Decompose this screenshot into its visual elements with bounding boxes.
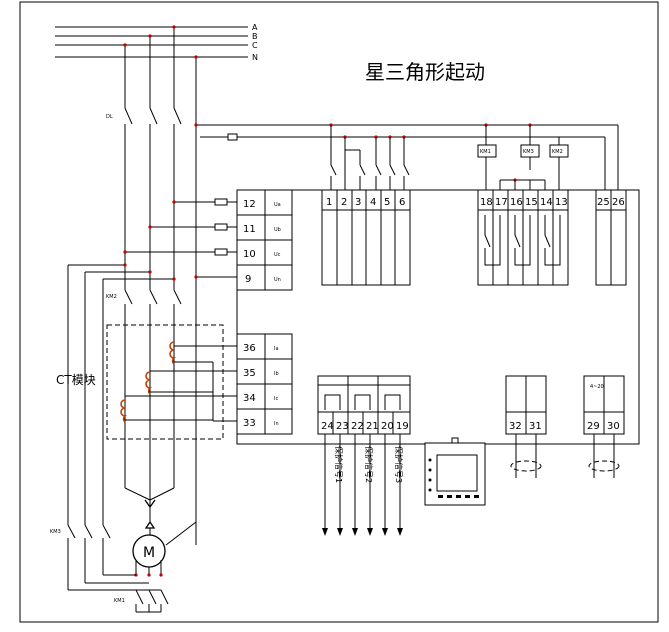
- motor: M: [132, 521, 197, 577]
- terminal-15: 15: [525, 197, 538, 208]
- terminal-2: 2: [341, 197, 347, 208]
- terminal-30: 30: [607, 421, 620, 432]
- ct-module-label: CT模块: [56, 373, 96, 387]
- dl-breaker: DL: [106, 107, 182, 290]
- relay-coil-km3: KM3: [523, 149, 534, 155]
- terminal-ia: Ia: [274, 346, 279, 352]
- terminal-1: 1: [326, 197, 332, 208]
- current-terminal-block: 36 35 34 33 Ia Ib Ic In: [236, 333, 293, 435]
- terminal-5: 5: [384, 197, 390, 208]
- voltage-wiring: [123, 198, 237, 279]
- analog-terminal-block: 29 30 4~20: [583, 375, 625, 478]
- protect-signal-1: 保护信号1: [334, 446, 344, 483]
- terminal-17: 17: [495, 197, 508, 208]
- km2-label: KM2: [106, 294, 117, 300]
- terminal-20: 20: [381, 421, 394, 432]
- terminal-4: 4: [370, 197, 376, 208]
- terminal-12: 12: [243, 199, 256, 210]
- km3-contacts: KM3: [50, 263, 176, 591]
- dl-label: DL: [106, 114, 113, 120]
- terminal-23: 23: [336, 421, 349, 432]
- ct-coil-b: [145, 371, 153, 395]
- controller-box: [236, 189, 640, 445]
- output-terminal-block: 24 23 22 21 20 19: [317, 375, 411, 435]
- terminal-ib: Ib: [274, 371, 279, 377]
- terminal-35: 35: [243, 368, 256, 379]
- bus-label-c: C: [252, 41, 258, 50]
- comm-terminal-block: 32 31: [505, 375, 547, 478]
- terminal-14: 14: [540, 197, 553, 208]
- terminal-32: 32: [509, 421, 522, 432]
- terminal-22: 22: [351, 421, 364, 432]
- bus-lines: A B C N: [55, 23, 258, 62]
- protect-signal-3: 保护信号3: [394, 446, 404, 483]
- relay-terminal-block: 18 17 16 15 14 13 KM1 KM3 KM2: [477, 125, 569, 286]
- terminal-34: 34: [243, 393, 256, 404]
- outer-frame: [19, 1, 659, 623]
- terminal-26: 26: [612, 197, 625, 208]
- terminal-13: 13: [555, 197, 568, 208]
- terminal-31: 31: [529, 421, 542, 432]
- bus-label-n: N: [252, 53, 258, 62]
- ct-coil-a: [169, 341, 177, 365]
- relay-coil-km2: KM2: [552, 149, 563, 155]
- terminal-16: 16: [510, 197, 523, 208]
- terminal-in: In: [274, 421, 279, 427]
- protect-signal-2: 保护信号2: [364, 446, 374, 483]
- display-device: [424, 437, 486, 506]
- motor-label: M: [143, 545, 155, 561]
- voltage-terminal-block: 12 11 10 9 Ua Ub Uc Un: [236, 189, 293, 291]
- relay-coil-km1: KM1: [480, 149, 491, 155]
- terminal-24: 24: [321, 421, 334, 432]
- terminal-3: 3: [355, 197, 361, 208]
- terminal-18: 18: [480, 197, 493, 208]
- terminal-36: 36: [243, 343, 256, 354]
- analog-range-label: 4~20: [590, 384, 604, 390]
- km3-label: KM3: [50, 529, 61, 535]
- terminal-11: 11: [243, 224, 256, 235]
- terminal-un: Un: [274, 277, 281, 283]
- terminal-29: 29: [587, 421, 600, 432]
- terminal-ic: Ic: [274, 396, 278, 402]
- diagram-title: 星三角形起动: [365, 60, 485, 84]
- aux-terminal-block: 25 26: [595, 189, 627, 286]
- bus-label-b: B: [252, 32, 258, 41]
- terminal-uc: Uc: [274, 252, 281, 258]
- terminal-6: 6: [399, 197, 405, 208]
- ct-coil-c: [120, 399, 128, 423]
- input-terminal-block: 1 2 3 4 5 6: [321, 125, 411, 286]
- terminal-ua: Ua: [274, 202, 281, 208]
- km1-label: KM1: [114, 598, 125, 604]
- km1-contacts: KM1: [114, 589, 169, 613]
- terminal-33: 33: [243, 418, 256, 429]
- terminal-9: 9: [245, 274, 251, 285]
- ct-module: CT模块: [56, 324, 237, 440]
- terminal-ub: Ub: [274, 227, 281, 233]
- phase-drops: [123, 25, 198, 545]
- terminal-25: 25: [597, 197, 610, 208]
- terminal-21: 21: [366, 421, 379, 432]
- terminal-10: 10: [243, 249, 256, 260]
- terminal-19: 19: [396, 421, 409, 432]
- bus-label-a: A: [252, 23, 258, 32]
- protect-signal-wires: [322, 434, 403, 536]
